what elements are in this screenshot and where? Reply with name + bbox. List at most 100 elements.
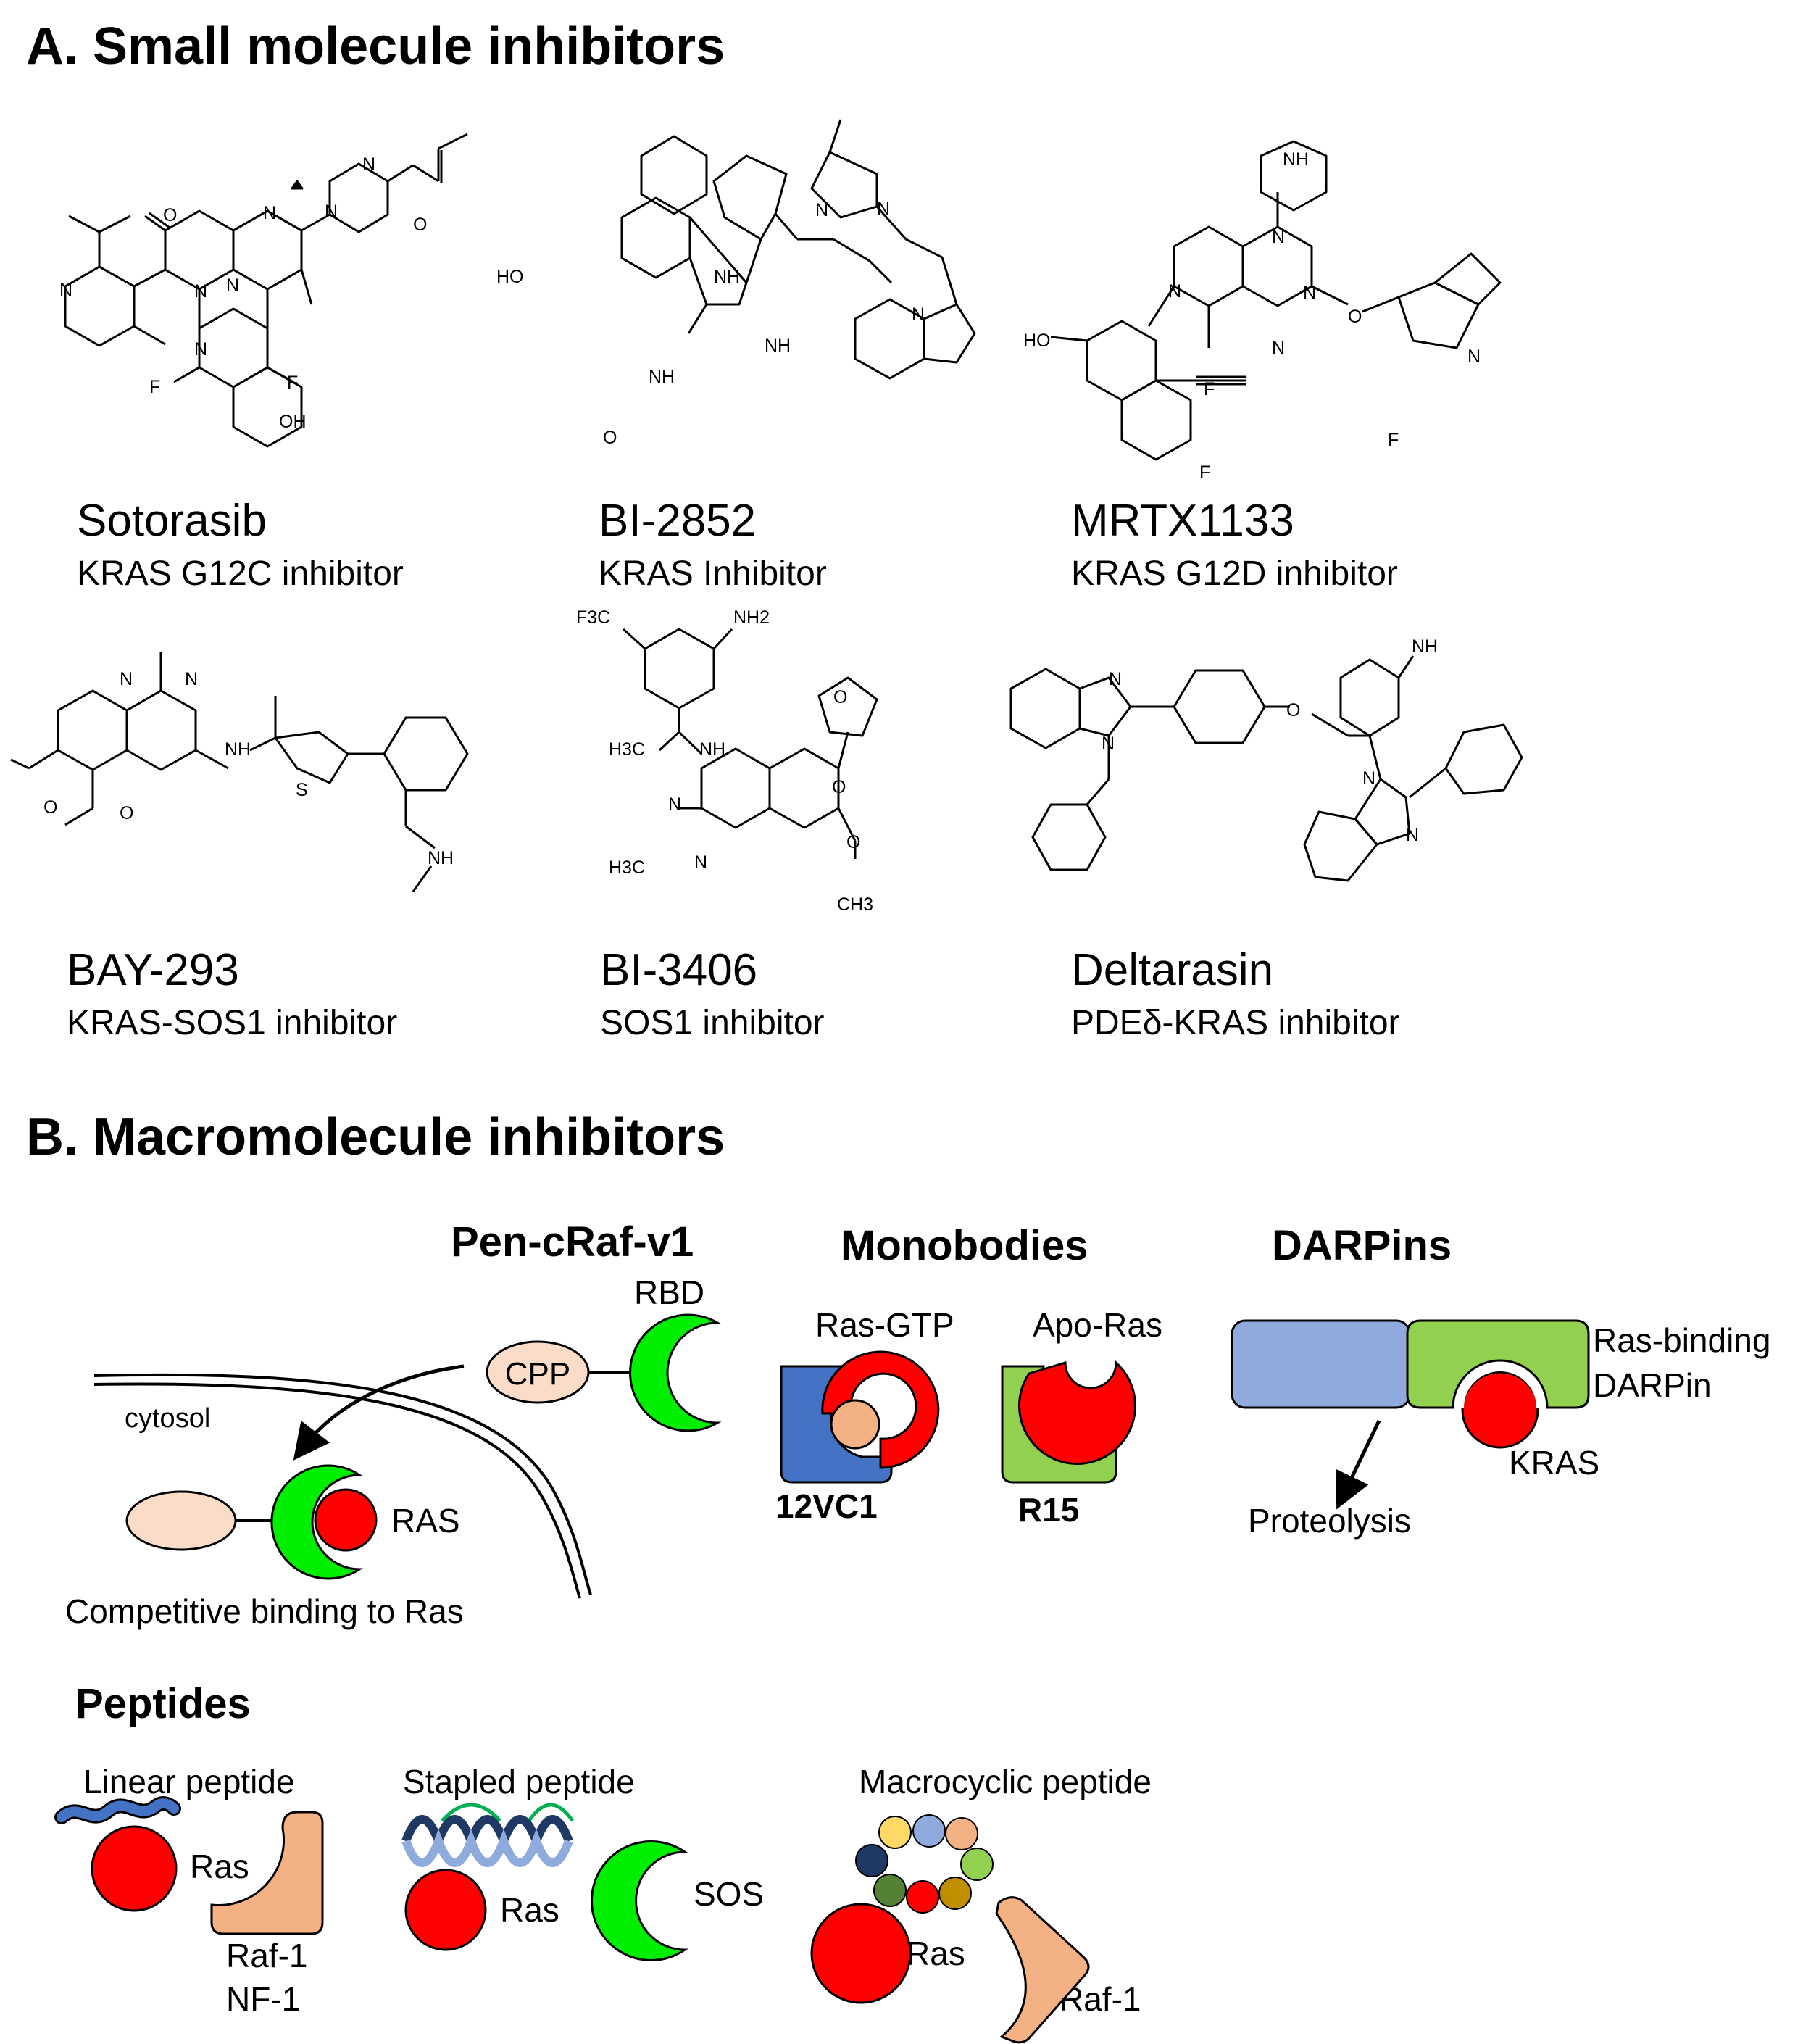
- macrocyclic-raf1-shape: [995, 1896, 1090, 2044]
- rbd-crescent: [629, 1313, 722, 1432]
- atom-n: N: [362, 154, 375, 175]
- section-a-title: A. Small molecule inhibitors: [26, 17, 725, 75]
- monobody-12vc1-shape: [780, 1365, 893, 1484]
- stapled-sos-label: SOS: [694, 1875, 765, 1913]
- macrocycle-bead: [878, 1816, 912, 1849]
- atom-o: O: [120, 803, 133, 823]
- atom-n: N: [1102, 734, 1115, 754]
- drug-name-sotorasib: Sotorasib: [77, 496, 267, 546]
- ras-label: RAS: [391, 1502, 460, 1540]
- atom-f: F: [149, 377, 160, 397]
- kras-circle: [1461, 1371, 1539, 1449]
- drug-name-mrtx1133: MRTX1133: [1071, 496, 1294, 546]
- atom-n: N: [1272, 338, 1285, 358]
- atom-n: N: [815, 200, 828, 220]
- atom-ch3: CH3: [837, 894, 873, 915]
- atom-n: N: [1406, 825, 1419, 845]
- gtp-ball: [830, 1399, 880, 1450]
- atom-o: O: [833, 687, 847, 707]
- stapled-peptide-title: Stapled peptide: [403, 1763, 635, 1800]
- atom-n: N: [1168, 281, 1181, 302]
- rbd-bound-crescent: [270, 1464, 363, 1580]
- atom-nh: NH: [1283, 149, 1309, 170]
- atom-f3c: F3C: [576, 607, 610, 628]
- atom-nh: NH: [714, 267, 740, 287]
- darpins-title: DARPins: [1272, 1222, 1452, 1269]
- peptides-title: Peptides: [75, 1680, 251, 1727]
- structure-bi3406: [622, 628, 878, 859]
- macrocycle-bead: [873, 1874, 907, 1907]
- cpp-entry-arrow: [293, 1364, 465, 1461]
- apo-ras-label: Apo-Ras: [1033, 1306, 1162, 1344]
- atom-o: O: [163, 205, 177, 225]
- macrocyclic-ras-circle: [810, 1903, 912, 2004]
- monobody-r15-shape: [1001, 1365, 1117, 1484]
- ras-circle: [314, 1488, 378, 1552]
- structure-deltarasin: [1009, 655, 1523, 882]
- drug-target-bi2852: KRAS Inhibitor: [599, 554, 827, 593]
- atom-ho: HO: [1023, 331, 1051, 351]
- atom-nh: NH: [428, 848, 454, 868]
- cpp-label: CPP: [505, 1356, 570, 1392]
- apo-ras-shape: [1018, 1360, 1136, 1465]
- atom-h3c: H3C: [609, 857, 645, 878]
- ras-binding-label-line2: DARPin: [1593, 1366, 1712, 1404]
- proteolysis-label: Proteolysis: [1248, 1502, 1411, 1540]
- chemical-structures: O N N N N N N F F OH N O HO NH O NH NH N…: [10, 119, 1523, 915]
- drug-name-deltarasin: Deltarasin: [1071, 945, 1274, 995]
- ras-gtp-shape: [821, 1350, 940, 1469]
- kras-white-rim: [1461, 1368, 1539, 1408]
- vhl-label-line1: VHL: [1241, 1324, 1306, 1362]
- drug-name-bi2852: BI-2852: [599, 496, 757, 546]
- linear-partner-raf1: Raf-1: [226, 1937, 308, 1974]
- staple-arc-2: [527, 1803, 575, 1822]
- atom-nh: NH: [1412, 636, 1438, 657]
- drug-name-bay293: BAY-293: [67, 945, 239, 995]
- atom-oh: OH: [279, 412, 307, 432]
- atom-ho: HO: [496, 267, 524, 287]
- atom-s: S: [296, 780, 308, 800]
- linear-ras-label: Ras: [190, 1848, 249, 1885]
- macrocycle-bead: [912, 1814, 946, 1848]
- cpp-shape: [486, 1340, 590, 1404]
- stapled-peptide-diagram: [401, 1803, 688, 1961]
- monobody-12vc1-label: 12VC1: [775, 1487, 878, 1525]
- macrocycle-bead: [938, 1877, 972, 1910]
- atom-o: O: [846, 832, 860, 852]
- atom-n: N: [59, 280, 72, 300]
- structure-mrtx1133: [1050, 140, 1502, 461]
- atom-n: N: [194, 339, 207, 360]
- atom-f: F: [1204, 379, 1215, 399]
- monobody-r15-label: R15: [1018, 1491, 1080, 1529]
- stapled-ras-label: Ras: [500, 1891, 559, 1929]
- drug-target-mrtx1133: KRAS G12D inhibitor: [1071, 554, 1398, 593]
- atom-n: N: [120, 669, 133, 689]
- macrocyclic-peptide-diagram: [810, 1814, 1090, 2044]
- atom-n: N: [1362, 768, 1375, 789]
- atom-n: N: [185, 669, 198, 689]
- atom-nh: NH: [699, 739, 725, 760]
- helix-front: [401, 1828, 573, 1867]
- drug-target-bay293: KRAS-SOS1 inhibitor: [67, 1004, 398, 1042]
- atom-n: N: [263, 203, 276, 223]
- atom-nh: NH: [225, 739, 251, 760]
- stapled-ras-circle: [404, 1869, 487, 1951]
- drug-target-deltarasin: PDEδ-KRAS inhibitor: [1071, 1004, 1400, 1042]
- atom-n: N: [912, 304, 925, 325]
- atom-f: F: [287, 373, 298, 393]
- macrocyclic-ras-label: Ras: [906, 1935, 965, 1972]
- structure-sotorasib: [64, 133, 468, 448]
- linear-peptide-wave-fill: [57, 1798, 179, 1822]
- atom-n: N: [668, 794, 681, 815]
- atom-o: O: [832, 777, 846, 797]
- linear-ras-circle: [91, 1825, 178, 1912]
- atom-nh: NH: [649, 367, 675, 387]
- k19-label: K19: [1467, 1323, 1527, 1360]
- atom-n: N: [1272, 227, 1285, 247]
- macrocycle-bead: [960, 1848, 994, 1881]
- atom-n: N: [694, 852, 707, 873]
- atom-n: N: [194, 281, 207, 302]
- macrocyclic-peptide-title: Macrocyclic peptide: [859, 1763, 1152, 1800]
- atom-n: N: [1303, 283, 1316, 303]
- atom-o: O: [603, 428, 617, 448]
